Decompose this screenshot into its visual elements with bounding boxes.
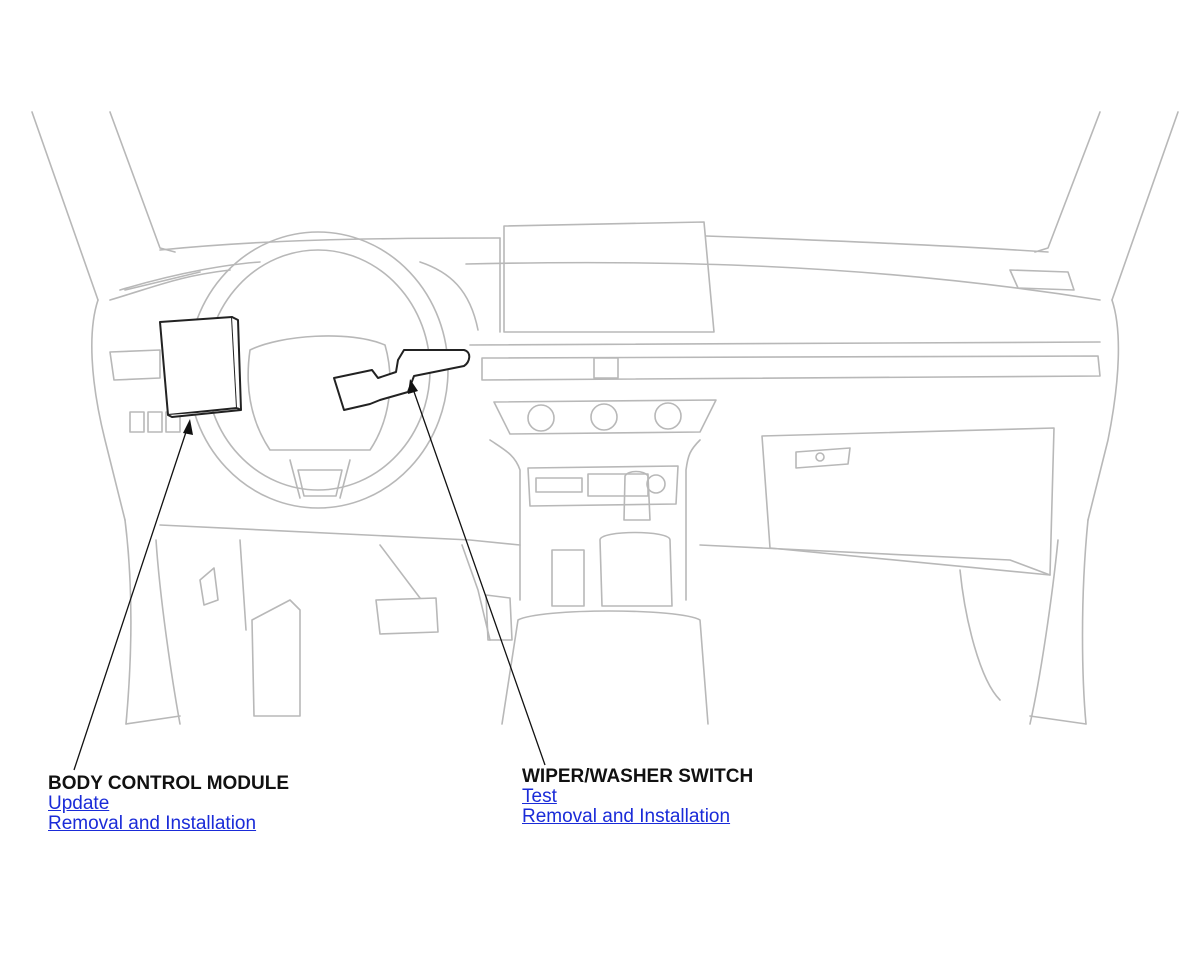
bcm-update-link[interactable]: Update: [48, 793, 110, 814]
bcm-leader-line: [73, 425, 189, 771]
wiper-washer-switch-title: WIPER/WASHER SWITCH: [522, 766, 754, 787]
wiper-leader-line: [411, 385, 546, 766]
wiper-removal-installation-link[interactable]: Removal and Installation: [522, 806, 731, 827]
bcm-arrowhead: [183, 419, 193, 435]
bcm-removal-installation-link[interactable]: Removal and Installation: [48, 813, 257, 834]
leader-lines: [73, 379, 546, 771]
body-control-module-callout: BODY CONTROL MODULE Update Removal and I…: [48, 774, 289, 834]
body-control-module-part: [159, 316, 242, 418]
wiper-washer-switch-callout: WIPER/WASHER SWITCH Test Removal and Ins…: [522, 767, 753, 827]
dashboard-line-art: [31, 111, 1179, 725]
body-control-module-title: BODY CONTROL MODULE: [48, 773, 290, 794]
wiper-washer-switch-part: [333, 349, 471, 411]
wiper-arrowhead: [408, 379, 418, 394]
wiper-test-link[interactable]: Test: [522, 786, 557, 807]
